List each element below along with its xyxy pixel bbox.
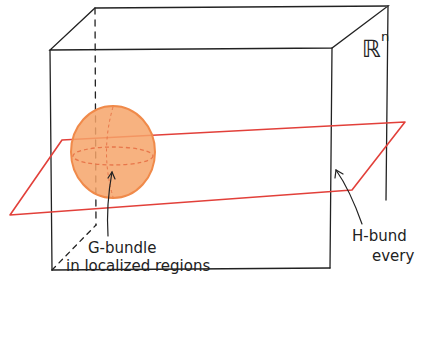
leader-line <box>108 172 113 236</box>
cube-edge <box>50 50 52 270</box>
sphere-equator <box>73 147 153 165</box>
red-plane <box>10 122 405 215</box>
cube-top-face <box>50 6 388 50</box>
cube-edge <box>330 48 332 268</box>
callout-label: every <box>372 248 414 265</box>
callout-label: in localized regions <box>66 258 210 275</box>
callout-label: G-bundle <box>88 240 157 257</box>
leader-line <box>336 170 362 224</box>
callout-label: H-bund <box>352 228 407 245</box>
space-symbol: ℝ <box>362 36 381 62</box>
leader-arrowhead <box>108 172 115 179</box>
sphere <box>71 106 155 198</box>
space-exponent: n <box>381 30 389 44</box>
leader-arrowhead <box>335 170 343 178</box>
